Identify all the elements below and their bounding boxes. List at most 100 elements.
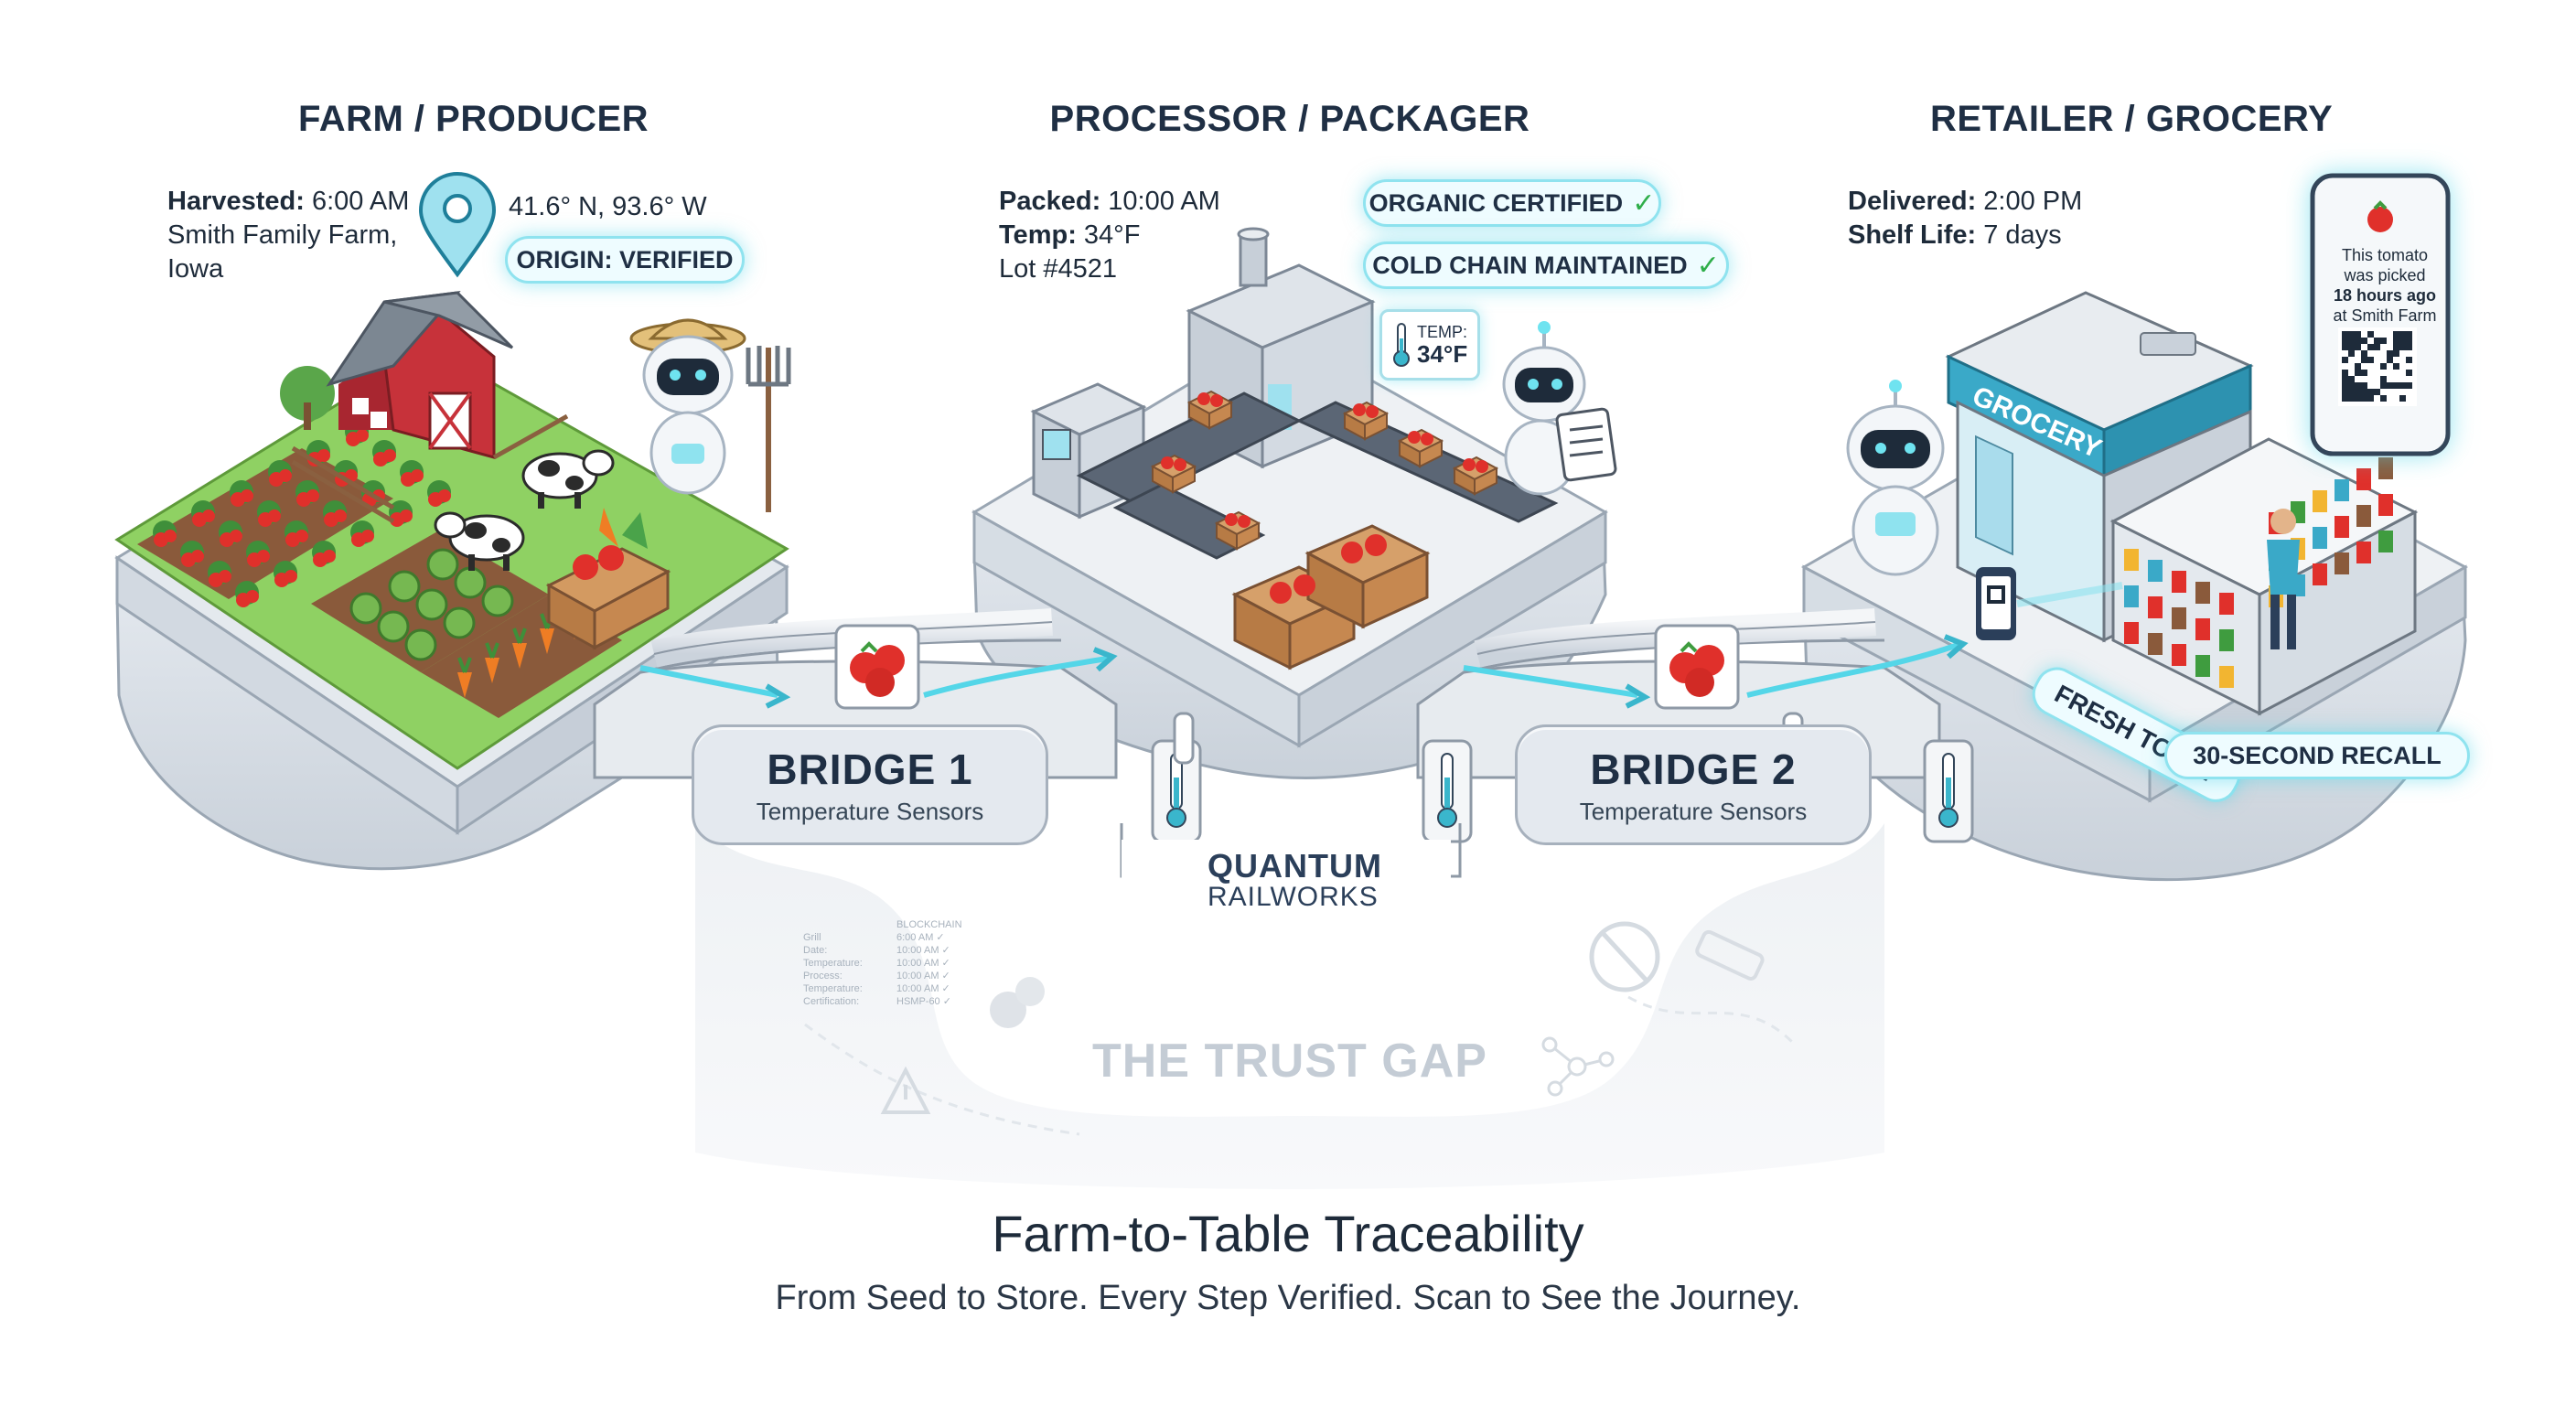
produce-crate-icon: [545, 508, 671, 650]
page-subtitle: From Seed to Store. Every Step Verified.…: [775, 1279, 1801, 1317]
ledger-value: HSMP-60 ✓: [896, 996, 951, 1007]
qr-module: [2367, 395, 2374, 402]
qr-module: [2393, 350, 2399, 357]
temp-card-label: TEMP:: [1417, 323, 1468, 341]
product-item: [2124, 622, 2139, 644]
origin-verified-badge: ORIGIN: VERIFIED: [505, 236, 745, 284]
qr-module: [2380, 395, 2387, 402]
product-item: [2334, 516, 2349, 538]
shipping-boxes: [1231, 524, 1431, 670]
qr-module: [2380, 376, 2387, 382]
scan-phone-icon: [1976, 567, 2123, 640]
ledger-value: 6:00 AM ✓: [896, 932, 945, 943]
farm-info: Harvested: 6:00 AM Smith Family Farm, Io…: [167, 185, 409, 286]
tomato-fruit: [383, 449, 396, 462]
qr-module: [2342, 331, 2348, 338]
product-item: [2313, 563, 2327, 585]
qr-module: [2399, 382, 2406, 389]
product-item: [2219, 666, 2234, 688]
tomato-fruit: [295, 530, 308, 542]
cabbage: [377, 610, 410, 643]
cabbage: [481, 585, 514, 617]
qr-module: [2380, 363, 2387, 370]
qr-module: [2387, 357, 2393, 363]
tomato-fruit: [317, 449, 330, 462]
delivered-label: Delivered:: [1848, 187, 1977, 216]
qr-module: [2361, 395, 2367, 402]
qr-module: [2342, 382, 2348, 389]
tomato-fruit: [1421, 433, 1433, 445]
temp-readout-card: TEMP: 34°F: [1379, 309, 1480, 381]
cow-icon: [521, 449, 615, 509]
qr-module: [2406, 382, 2412, 389]
fence: [291, 413, 569, 524]
qr-module: [2406, 331, 2412, 338]
lot-number: Lot #4521: [999, 254, 1118, 284]
crate-side: [1474, 467, 1497, 496]
crate-side: [1208, 401, 1232, 430]
brand-name: QUANTUM: [1208, 847, 1382, 885]
tomato-fruit: [361, 530, 374, 542]
product-item: [2356, 542, 2371, 563]
cow-icon: [434, 511, 525, 571]
carrot: [457, 672, 472, 698]
delivered-value: 2:00 PM: [1983, 187, 2083, 216]
crate-side: [1172, 465, 1196, 494]
location-pin-icon: [418, 172, 497, 278]
crate-side: [1419, 439, 1443, 468]
tomato-fruit: [241, 489, 253, 502]
product-item: [2124, 585, 2139, 607]
farm-title: FARM / PRODUCER: [298, 99, 649, 139]
qr-module: [2406, 344, 2412, 350]
qr-module: [2393, 331, 2399, 338]
bridge-2-title: BRIDGE 2: [1590, 745, 1797, 793]
product-item: [2195, 582, 2210, 604]
phone-line-2: was picked: [2344, 266, 2426, 284]
ledger-row: Certification:HSMP-60 ✓: [803, 995, 962, 1008]
ledger-key: Temperature:: [803, 958, 863, 969]
inspector-robot-icon: [1502, 321, 1617, 496]
product-item: [2148, 560, 2163, 582]
qr-module: [2399, 344, 2406, 350]
ledger-row: Process:10:00 AM ✓: [803, 970, 962, 982]
processor-title: PROCESSOR / PACKAGER: [1049, 99, 1530, 139]
organic-certified-label: ORGANIC CERTIFIED: [1368, 188, 1624, 217]
ledger-value: 10:00 AM ✓: [896, 971, 950, 981]
qr-module: [2367, 357, 2374, 363]
qr-module: [2342, 357, 2348, 363]
thermometer-icon: [1393, 323, 1410, 367]
bridge-2-subtitle: Temperature Sensors: [1579, 797, 1808, 825]
tomato-fruit: [202, 509, 215, 522]
tomato-fruit: [306, 489, 319, 502]
carrot: [540, 628, 554, 654]
thermometer-bulb: [1938, 808, 1959, 828]
ledger-value: 10:00 AM ✓: [896, 958, 950, 969]
crate-side: [1236, 521, 1260, 551]
product-item: [2195, 618, 2210, 640]
qr-module: [2342, 389, 2348, 395]
cabbage: [443, 606, 476, 639]
tomato-fruit: [191, 550, 204, 563]
recall-badge: 30-SECOND RECALL: [2164, 732, 2470, 779]
product-item: [2195, 655, 2210, 677]
crate-side: [1364, 412, 1388, 441]
qr-module: [2380, 382, 2387, 389]
tomato-crates: [1150, 390, 1499, 551]
processor-info: Packed: 10:00 AM Temp: 34°F Lot #4521: [999, 185, 1220, 286]
ledger-row: Temperature: 10:00 AM ✓: [803, 957, 962, 970]
cabbage-rows: [349, 548, 514, 661]
harvested-label: Harvested:: [167, 187, 305, 216]
barn-icon: [280, 291, 514, 459]
tomato-fruit: [1408, 431, 1421, 444]
brand-sub: RAILWORKS: [1208, 882, 1379, 912]
product-item: [2334, 552, 2349, 574]
qr-module: [2361, 338, 2367, 344]
carrot: [485, 658, 499, 683]
qr-module: [2367, 389, 2374, 395]
check-icon: ✓: [1696, 250, 1720, 281]
qr-module: [2348, 376, 2355, 382]
carrot-top: [512, 627, 527, 644]
